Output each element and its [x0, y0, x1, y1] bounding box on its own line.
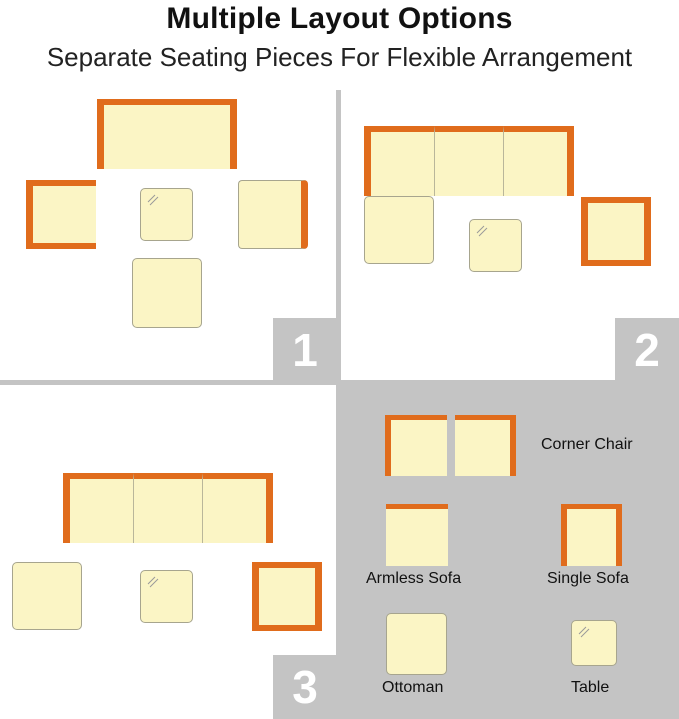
glare-icon: [476, 225, 488, 237]
legend-corner-chair-left: [385, 415, 447, 476]
legend-table: [571, 620, 617, 666]
corner-chair-left: [63, 473, 133, 543]
panel-number-2: 2: [615, 318, 679, 382]
vertical-divider: [336, 90, 341, 719]
legend-label-table: Table: [571, 679, 610, 696]
panel-number-3: 3: [273, 655, 337, 719]
armless-sofa: [133, 473, 203, 543]
legend-label-single-sofa: Single Sofa: [547, 570, 629, 587]
ottoman: [12, 562, 82, 630]
legend-label-ottoman: Ottoman: [382, 679, 444, 696]
legend-single-sofa: [561, 504, 622, 566]
glare-icon: [147, 576, 159, 588]
armless-sofa-right: [238, 180, 308, 249]
corner-chair-right: [167, 99, 237, 169]
panel-number-1: 1: [273, 318, 337, 382]
corner-chair-left: [364, 126, 434, 196]
single-sofa: [252, 562, 322, 631]
ottoman: [364, 196, 434, 264]
legend-label-armless-sofa: Armless Sofa: [366, 570, 462, 587]
coffee-table: [469, 219, 522, 272]
corner-chair-right: [203, 473, 273, 543]
legend-ottoman: [386, 613, 447, 675]
coffee-table: [140, 188, 193, 241]
page-subtitle: Separate Seating Pieces For Flexible Arr…: [46, 42, 633, 72]
single-sofa: [581, 197, 651, 266]
legend-corner-chair-right: [455, 415, 516, 476]
corner-chair-right: [504, 126, 574, 196]
ottoman: [132, 258, 202, 328]
page-title: Multiple Layout Options: [166, 2, 513, 35]
glare-icon: [578, 626, 590, 638]
glare-icon: [147, 194, 159, 206]
legend-armless-sofa: [386, 504, 448, 566]
corner-chair-left: [97, 99, 167, 169]
armless-sofa: [434, 126, 504, 196]
horizontal-divider: [0, 380, 679, 385]
single-sofa: [26, 180, 96, 249]
coffee-table: [140, 570, 193, 623]
legend-label-corner-chair: Corner Chair: [541, 436, 633, 453]
